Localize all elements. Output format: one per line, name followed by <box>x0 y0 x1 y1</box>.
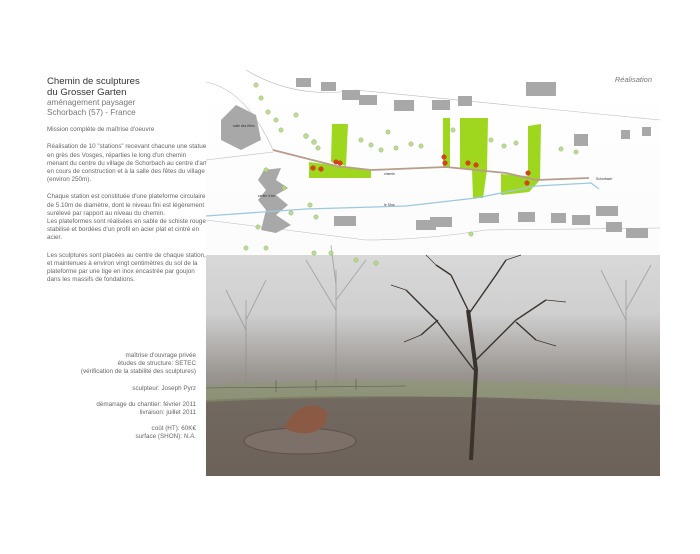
chemin-path <box>272 149 590 181</box>
label-schorbach: Schorbach <box>596 177 612 181</box>
fence <box>206 379 407 392</box>
project-location: Schorbach (57) - France <box>47 107 136 117</box>
realisation-tag: Réalisation <box>614 75 652 84</box>
sculpture <box>284 405 328 434</box>
mission: Mission complète de maîtrise d'oeuvre <box>47 126 155 134</box>
start-date: démarrage du chantier: février 2011 <box>96 400 196 408</box>
sculptor: sculpteur: Joseph Pyrz <box>132 384 196 392</box>
credits: maîtrise d'ouvrage privée études de stru… <box>40 352 196 442</box>
cost: coût (HT): 60K€ <box>151 425 196 433</box>
description-1: Réalisation de 10 "stations" recevant ch… <box>47 143 207 184</box>
grass-strip <box>206 380 660 402</box>
description-4: Les sculptures sont placées au centre de… <box>47 251 206 284</box>
description-2: Chaque station est constituée d'une plat… <box>47 193 206 217</box>
buildings <box>221 78 651 238</box>
delivery-date: livraison: juillet 2011 <box>139 409 196 417</box>
project-type: aménagement paysager <box>47 98 136 107</box>
site-plan-and-photo: salle des fêtes centre d'art chemin le S… <box>206 70 660 476</box>
structure: études de structure: SETEC <box>117 360 196 368</box>
surface: surface (SHON): N.A. <box>135 433 196 441</box>
label-river: le Shor <box>384 203 396 207</box>
client: maîtrise d'ouvrage privée <box>125 352 196 359</box>
label-centre-d-art: centre d'art <box>258 194 275 198</box>
stations <box>310 154 531 186</box>
label-chemin: chemin <box>384 172 395 176</box>
background-trees <box>225 244 652 400</box>
image-panel: salle des fêtes centre d'art chemin le S… <box>206 70 660 476</box>
river-le-shor <box>206 182 600 217</box>
structure-note: (vérification de la stabilité des sculpt… <box>80 368 196 376</box>
grass-plots <box>309 118 541 198</box>
description-3: Les plateformes sont réalisées en sable … <box>47 218 206 242</box>
plan-trees <box>243 82 579 266</box>
foreground-tree <box>390 254 567 461</box>
label-salle-des-fetes: salle des fêtes <box>233 124 255 128</box>
building-salle-des-fetes <box>221 105 261 150</box>
